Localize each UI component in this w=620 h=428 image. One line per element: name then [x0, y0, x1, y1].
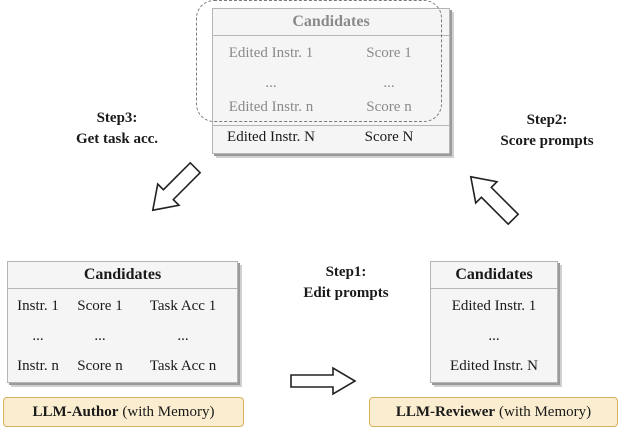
- top-card-title: Candidates: [213, 9, 449, 36]
- left-card-score-n: Score n: [77, 358, 123, 374]
- step2-label: Step2: Score prompts: [482, 110, 612, 152]
- right-card-instr-1: Edited Instr. 1: [451, 298, 537, 314]
- left-card-instr-ellipsis: ...: [32, 328, 44, 344]
- step1-desc: Edit prompts: [303, 285, 389, 301]
- top-card-instr-ellipsis: ...: [265, 75, 277, 91]
- step2-title: Step2:: [526, 112, 568, 128]
- llm-author-badge: LLM-Author (with Memory): [3, 397, 244, 427]
- llm-reviewer-name: LLM-Reviewer: [395, 403, 496, 420]
- left-card-instr-1: Instr. 1: [17, 298, 59, 314]
- step1-title: Step1:: [325, 264, 367, 280]
- top-card-divider: [213, 125, 449, 126]
- top-card-score-ellipsis: ...: [383, 75, 395, 91]
- top-card-instr-n: Edited Instr. n: [228, 99, 314, 115]
- step3-desc: Get task acc.: [75, 131, 159, 147]
- right-card-instr-ellipsis: ...: [488, 328, 500, 344]
- step3-title: Step3:: [96, 110, 138, 126]
- step2-arrow-icon: [469, 175, 520, 226]
- top-card-score-n: Score n: [366, 99, 412, 115]
- left-card-title: Candidates: [8, 262, 237, 289]
- step1-arrow-icon: [290, 366, 357, 396]
- left-card-instr-n: Instr. n: [17, 358, 59, 374]
- right-candidates-card: Candidates Edited Instr. 1 ... Edited In…: [430, 261, 558, 383]
- llm-author-suffix: (with Memory): [122, 403, 215, 420]
- llm-author-name: LLM-Author: [32, 403, 119, 420]
- step2-desc: Score prompts: [500, 133, 594, 149]
- top-card-score-1: Score 1: [366, 45, 412, 61]
- right-card-title: Candidates: [431, 262, 557, 289]
- llm-reviewer-suffix: (with Memory): [499, 403, 592, 420]
- left-candidates-card: Candidates Instr. 1 Score 1 Task Acc 1 .…: [7, 261, 238, 383]
- left-card-score-1: Score 1: [77, 298, 123, 314]
- step3-label: Step3: Get task acc.: [52, 108, 182, 150]
- selection-dashed-outline: [196, 0, 442, 122]
- top-card-score-N: Score N: [364, 129, 414, 145]
- left-card-score-ellipsis: ...: [94, 328, 106, 344]
- left-card-acc-1: Task Acc 1: [149, 298, 217, 314]
- right-card-instr-N: Edited Instr. N: [450, 358, 538, 374]
- top-card-instr-1: Edited Instr. 1: [228, 45, 314, 61]
- left-card-acc-ellipsis: ...: [177, 328, 189, 344]
- llm-reviewer-badge: LLM-Reviewer (with Memory): [369, 397, 618, 427]
- left-card-acc-n: Task Acc n: [149, 358, 217, 374]
- step1-label: Step1: Edit prompts: [280, 262, 412, 304]
- top-candidates-card: Candidates Edited Instr. 1 Score 1 ... .…: [212, 8, 450, 154]
- top-card-instr-N: Edited Instr. N: [227, 129, 315, 145]
- step3-arrow-icon: [151, 161, 202, 212]
